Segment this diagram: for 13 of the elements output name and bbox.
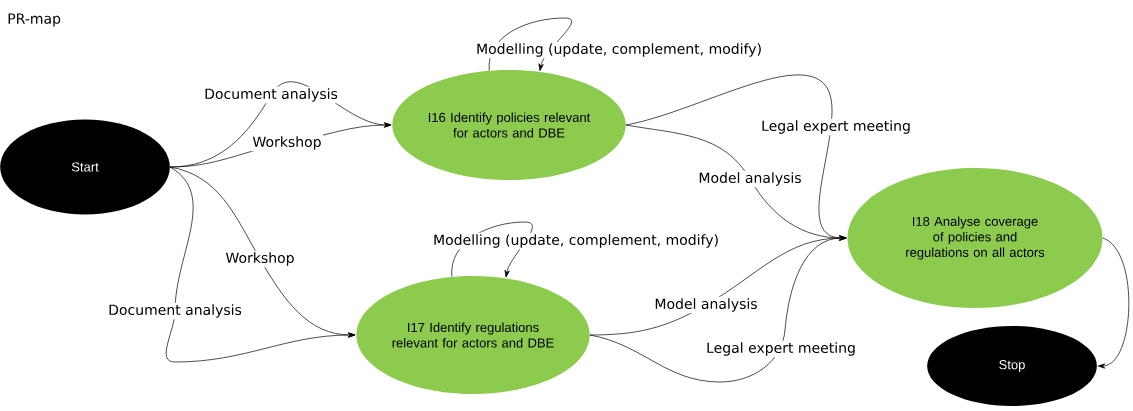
edge-label: Workshop [223,250,297,268]
edge-label: Document analysis [106,302,244,320]
edge-label: Model analysis [696,170,804,188]
arrow [1097,237,1130,369]
edge-label: Document analysis [202,86,340,104]
edge-label: Modelling (update, complement, modify) [474,41,764,59]
arrow [589,235,847,383]
edge-label: Model analysis [652,296,760,314]
edge-label: Workshop [250,134,324,152]
edge-label: Modelling (update, complement, modify) [431,232,721,250]
edge-label: Legal expert meeting [759,118,913,136]
edge-label: Legal expert meeting [704,340,858,358]
title: PR-map [8,13,61,27]
